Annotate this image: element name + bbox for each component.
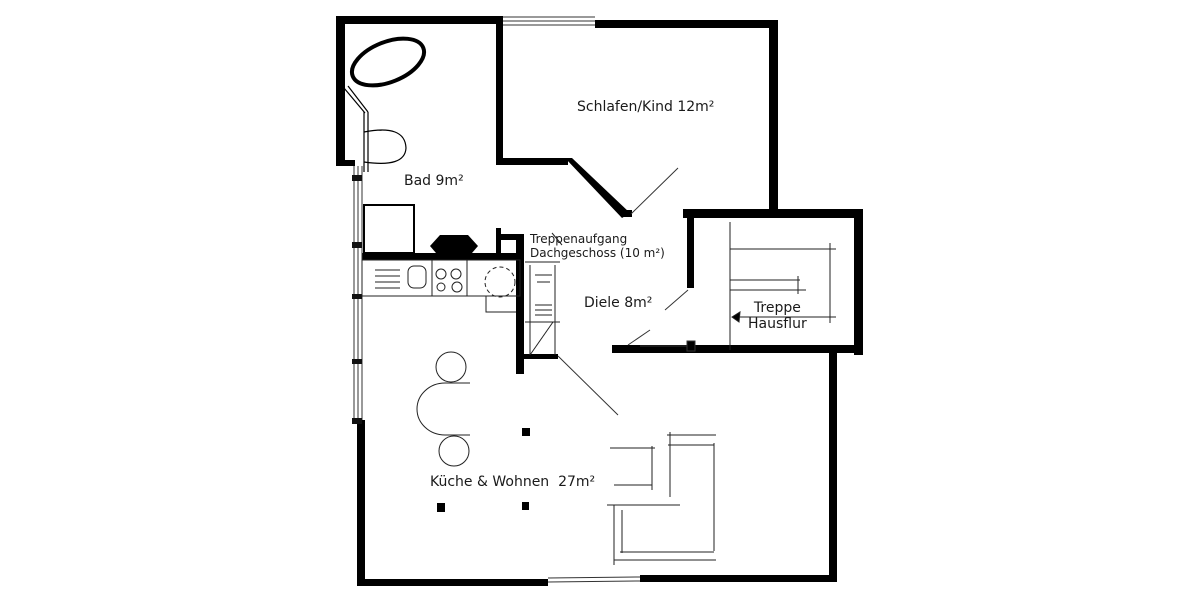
bathtub-icon	[349, 36, 427, 88]
room-label-bad: Bad 9m²	[404, 173, 464, 189]
room-label-treppenaufgang: Treppenaufgang Dachgeschoss (10 m²)	[530, 232, 665, 261]
stairwell-stairs	[729, 222, 836, 350]
room-label-kueche-wohnen: Küche & Wohnen 27m²	[430, 474, 596, 490]
treppenaufgang-line1: Treppenaufgang	[530, 232, 628, 246]
room-label-schlafen: Schlafen/Kind 12m²	[577, 99, 715, 115]
walls	[336, 16, 863, 586]
room-label-treppe: Treppe Hausflur	[748, 300, 807, 332]
sofa-group	[607, 432, 716, 565]
toilet-icon	[343, 85, 407, 172]
kitchen-counter	[361, 259, 521, 313]
treppenaufgang-line2: Dachgeschoss (10 m²)	[530, 245, 665, 260]
washing-machine-icon	[363, 204, 415, 254]
columns	[437, 428, 530, 512]
window-frames	[352, 175, 362, 424]
range-hood-icon	[430, 235, 478, 253]
room-label-diele: Diele 8m²	[584, 295, 653, 311]
attic-stair	[525, 232, 563, 356]
treppe-line1: Treppe	[753, 300, 801, 316]
door-swings	[557, 167, 696, 416]
diagonal-wall	[565, 158, 632, 218]
dining-chairs	[416, 351, 470, 467]
treppe-line2: Hausflur	[748, 316, 807, 333]
